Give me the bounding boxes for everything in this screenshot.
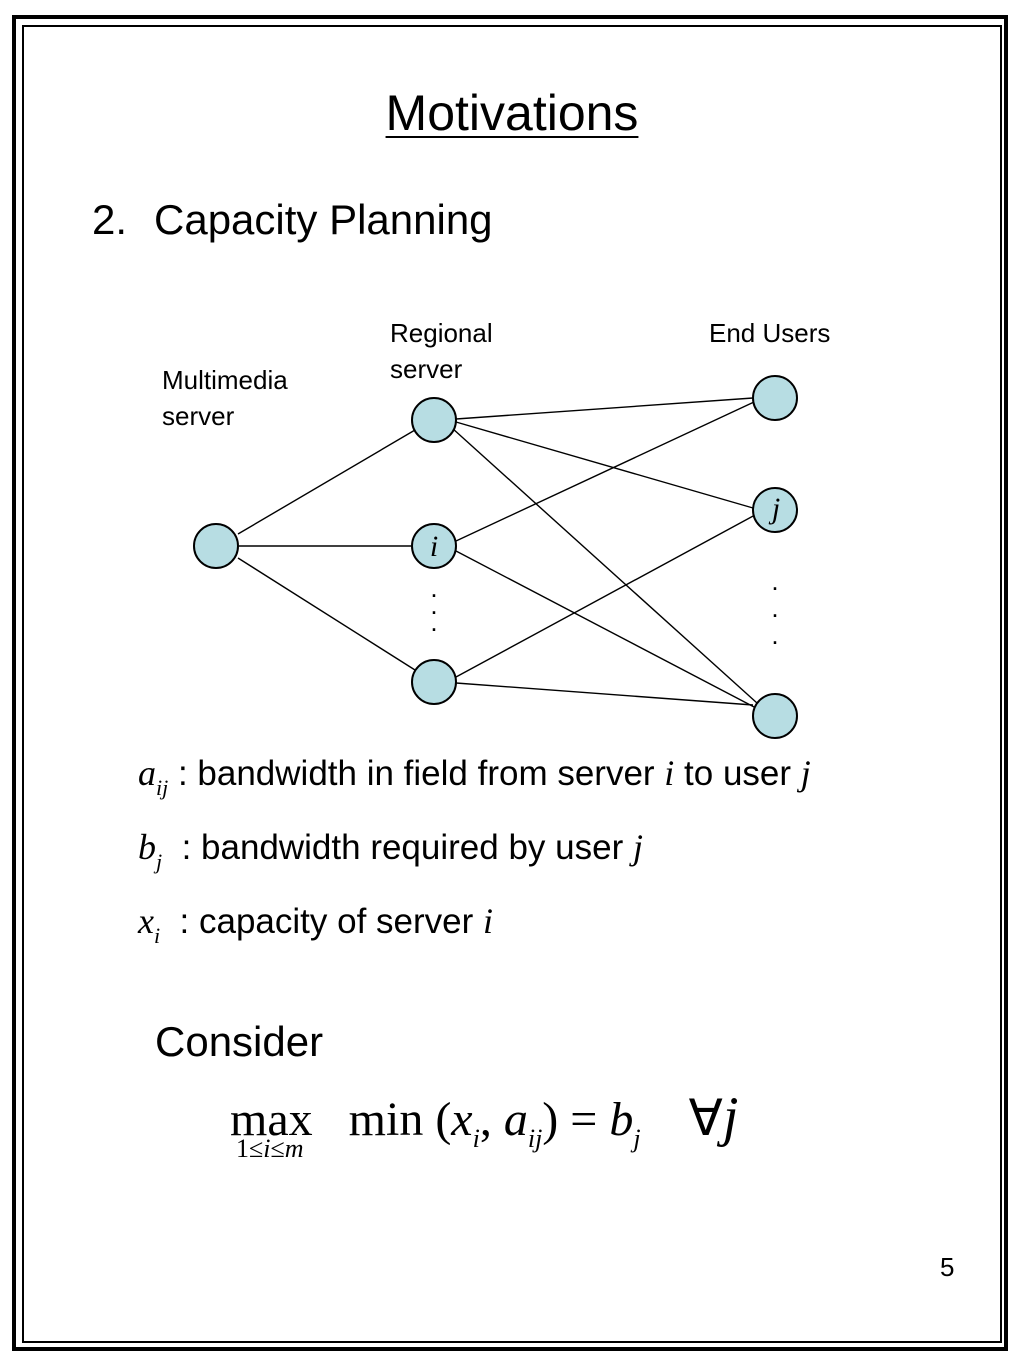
edge-mm-r3 <box>237 557 416 671</box>
slide-inner-border <box>22 25 1002 1343</box>
def-a-symbol: a <box>138 753 156 793</box>
end-user-node-1 <box>752 375 798 421</box>
user-ellipsis-dot-2: . <box>771 593 778 623</box>
formula-forall-var: j <box>722 1086 739 1148</box>
user-ellipsis-dot-3: . <box>771 620 778 650</box>
heading-number: 2. <box>92 196 128 243</box>
def-b-var-j: j <box>632 827 643 867</box>
formula-max-range: 1≤i≤m <box>236 1134 304 1164</box>
def-a-text: : bandwidth in field from server <box>168 754 665 793</box>
regional-server-label: Regional server <box>390 315 493 387</box>
multimedia-server-node <box>193 523 239 569</box>
end-user-node-3 <box>752 693 798 739</box>
slide-title: Motivations <box>385 85 639 141</box>
def-x-subscript: i <box>153 923 161 948</box>
formula-max: max <box>230 1093 313 1146</box>
multimedia-label-line2: server <box>162 401 235 431</box>
def-a-var-j: j <box>800 753 811 793</box>
edge-r2-u3 <box>455 550 757 709</box>
formula-close-eq: ) = <box>542 1093 610 1146</box>
regional-ellipsis-dot-3: . <box>430 607 437 637</box>
section-heading: 2. Capacity Planning <box>92 196 493 244</box>
multimedia-server-label: Multimedia server <box>162 362 288 434</box>
heading-text: Capacity Planning <box>154 196 493 243</box>
edge-r3-u2 <box>455 514 756 678</box>
def-a-subscript: ij <box>156 775 169 800</box>
edge-r2-u1 <box>455 401 755 542</box>
regional-ellipsis-dot-2: . <box>430 590 437 620</box>
regional-label-line2: server <box>390 354 463 384</box>
node-label-j: j <box>768 492 780 525</box>
def-b-symbol: b <box>138 827 156 867</box>
range-mid: ≤ <box>270 1134 285 1163</box>
formula-comma: , <box>479 1093 504 1146</box>
definition-x: xi : capacity of server i <box>138 900 493 949</box>
edge-r1-u2 <box>455 421 754 509</box>
range-upper: m <box>284 1134 304 1163</box>
edge-r1-u1 <box>455 397 754 420</box>
definition-a: aij : bandwidth in field from server i t… <box>138 752 811 801</box>
formula-x-sub: i <box>472 1124 480 1153</box>
user-ellipsis-dot-1: . <box>771 566 778 596</box>
def-a-text-mid: to user <box>674 754 801 793</box>
formula-x: x <box>451 1093 473 1146</box>
formula-open-paren: ( <box>423 1093 452 1146</box>
def-b-subscript: j <box>156 849 163 874</box>
formula-forall: ∀ <box>688 1090 723 1146</box>
regional-label-line1: Regional <box>390 318 493 348</box>
end-users-label: End Users <box>709 318 831 348</box>
regional-ellipsis-dot-1: . <box>430 573 437 603</box>
edge-r1-u3 <box>451 427 758 704</box>
slide-outer-border <box>12 15 1008 1351</box>
def-a-var-i: i <box>664 753 675 793</box>
regional-server-node-3 <box>411 659 457 705</box>
consider-label: Consider <box>155 1018 324 1065</box>
edge-mm-r1 <box>237 429 416 535</box>
def-b-text: : bandwidth required by user <box>162 828 633 867</box>
regional-server-node-1 <box>411 397 457 443</box>
formula-min: min <box>348 1093 424 1146</box>
end-user-node-j <box>752 487 798 533</box>
def-x-text: : capacity of server <box>160 902 484 941</box>
def-x-symbol: x <box>138 901 154 941</box>
definition-b: bj : bandwidth required by user j <box>138 826 643 875</box>
page-number: 5 <box>940 1252 955 1282</box>
range-var: i <box>263 1134 271 1163</box>
def-x-var-i: i <box>483 901 494 941</box>
node-label-i: i <box>430 530 438 563</box>
formula-b: b <box>609 1093 634 1146</box>
formula-b-sub: j <box>633 1124 641 1153</box>
regional-server-node-i <box>411 523 457 569</box>
range-lower: 1≤ <box>236 1134 264 1163</box>
edge-r3-u3 <box>455 682 754 706</box>
multimedia-label-line1: Multimedia <box>162 365 288 395</box>
formula-a: a <box>503 1093 528 1146</box>
formula-a-sub: ij <box>527 1124 543 1153</box>
